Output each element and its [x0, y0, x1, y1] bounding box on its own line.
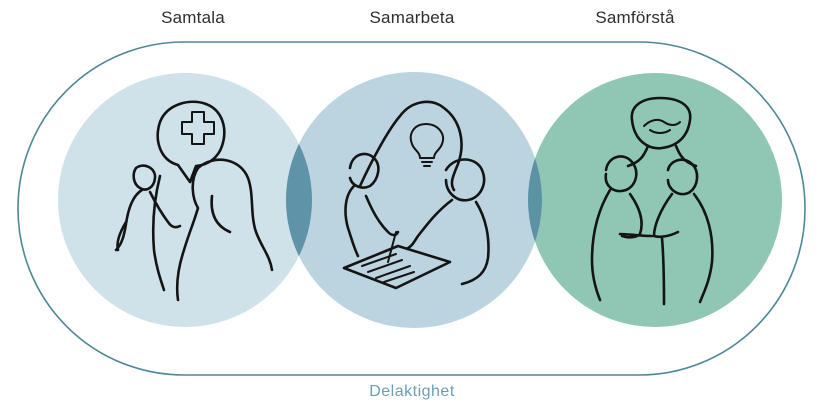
circle-samforsta: [528, 73, 782, 327]
mutual-understanding-illustration: [590, 96, 714, 306]
label-samtala: Samtala: [161, 8, 225, 27]
label-samforsta: Samförstå: [595, 8, 675, 27]
circle-samarbeta: [286, 72, 542, 328]
circle-samtala: [58, 73, 312, 327]
participation-frame: [17, 41, 806, 376]
healthcare-conversation-illustration: [114, 100, 274, 302]
label-samarbeta: Samarbeta: [369, 8, 455, 27]
collaboration-illustration: [342, 100, 490, 290]
footer-delaktighet: Delaktighet: [369, 383, 455, 400]
